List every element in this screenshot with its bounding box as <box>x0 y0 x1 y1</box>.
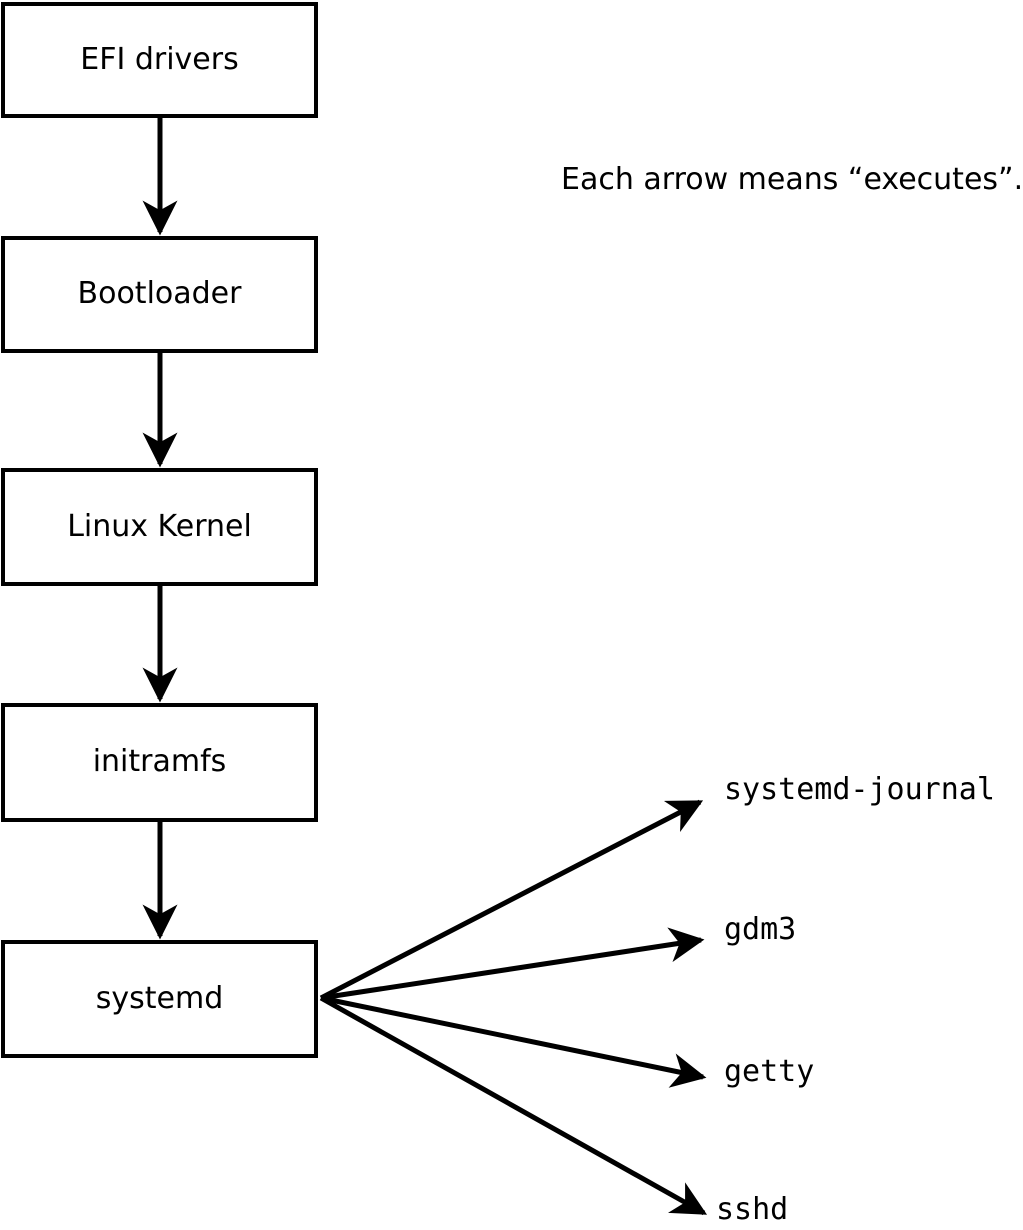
label-getty: getty <box>724 1054 815 1089</box>
node-bootloader-label: Bootloader <box>77 276 242 312</box>
annotation-arrow-meaning: Each arrow means “executes”. <box>561 162 1023 197</box>
node-bootloader: Bootloader <box>1 236 318 353</box>
node-systemd: systemd <box>1 940 318 1058</box>
node-linux-kernel-label: Linux Kernel <box>67 508 252 544</box>
label-sshd: sshd <box>716 1192 789 1227</box>
arrow-systemd-to-systemd-journal <box>319 799 704 1001</box>
node-linux-kernel: Linux Kernel <box>1 468 318 586</box>
node-initramfs: initramfs <box>1 703 318 822</box>
arrow-systemd-to-gdm3 <box>320 927 705 1001</box>
arrow-systemd-to-getty <box>320 995 707 1088</box>
label-gdm3: gdm3 <box>724 912 797 947</box>
label-systemd-journal: systemd-journal <box>724 772 995 807</box>
node-systemd-label: systemd <box>95 980 224 1016</box>
node-efi-drivers: EFI drivers <box>1 2 318 118</box>
node-initramfs-label: initramfs <box>92 744 227 780</box>
node-efi-drivers-label: EFI drivers <box>80 41 239 77</box>
arrow-systemd-to-sshd <box>319 995 708 1216</box>
